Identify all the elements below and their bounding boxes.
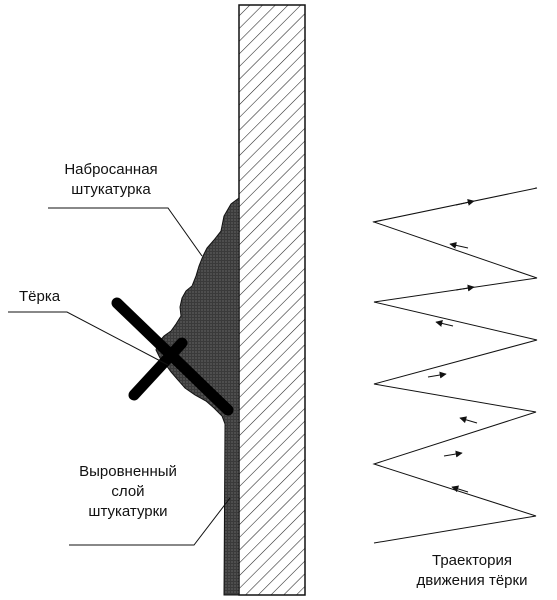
label-leveled-layer-line3: штукатурки	[88, 503, 168, 520]
leader-leveled-layer	[69, 497, 231, 546]
trajectory-arrow	[443, 450, 463, 458]
label-trajectory-line2: движения тёрки	[416, 572, 528, 589]
label-trajectory-line1: Траектория	[432, 552, 512, 569]
trajectory-arrow	[455, 198, 475, 206]
plaster-layer	[155, 197, 240, 596]
trajectory-arrow	[427, 371, 447, 379]
label-thrown-plaster-line1: Набросанная	[64, 161, 158, 178]
label-trajectory: Траектория движения тёрки	[392, 551, 552, 591]
float-tool	[111, 297, 234, 416]
label-leveled-layer: Выровненный слой штукатурки	[58, 462, 198, 522]
label-thrown-plaster: Набросанная штукатурка	[48, 160, 174, 200]
leader-float	[8, 311, 169, 366]
trajectory-arrow	[449, 241, 469, 249]
label-leveled-layer-line1: Выровненный	[79, 463, 177, 480]
trajectory-arrow	[455, 284, 475, 292]
wall	[238, 4, 306, 596]
label-float-tool: Тёрка	[19, 288, 61, 305]
leader-thrown-plaster	[48, 207, 203, 257]
label-thrown-plaster-line2: штукатурка	[71, 181, 151, 198]
leader-lines	[8, 207, 231, 546]
trajectory-arrow	[435, 320, 454, 327]
trajectory-arrows	[427, 198, 478, 493]
trajectory-arrow	[459, 416, 478, 424]
label-leveled-layer-line2: слой	[111, 483, 145, 500]
trajectory-arrow	[451, 485, 469, 493]
trajectory-path	[372, 187, 538, 544]
